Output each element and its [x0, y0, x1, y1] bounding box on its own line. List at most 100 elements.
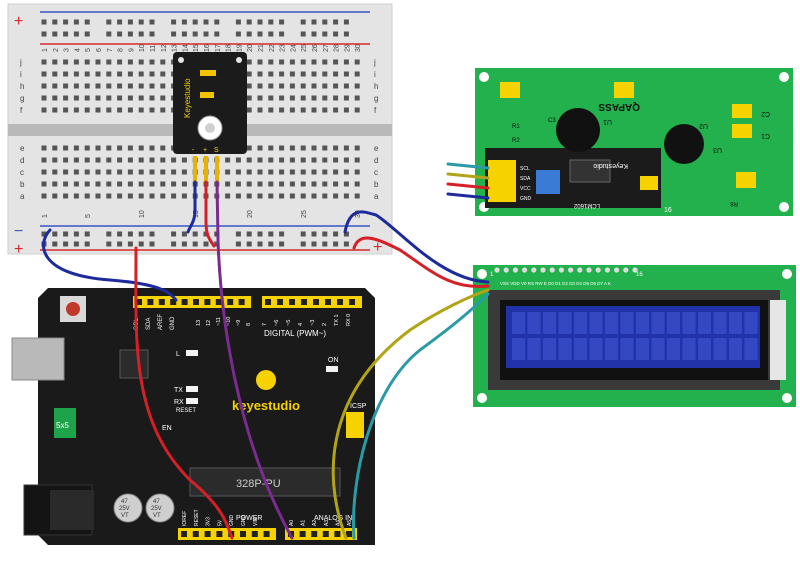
header-hole — [215, 299, 222, 305]
breadboard-hole — [311, 181, 317, 187]
header-hole — [193, 299, 199, 305]
label-r2: R2 — [512, 138, 520, 144]
breadboard-hole — [149, 193, 155, 199]
col-number-top: 21 — [258, 44, 265, 52]
rail-hole — [84, 231, 90, 237]
header-hole — [289, 299, 295, 305]
rail-hole — [181, 231, 187, 237]
breadboard-hole — [246, 145, 252, 151]
lcd-char-cell — [512, 312, 525, 334]
header-hole — [158, 299, 165, 305]
digital-pin-label: ~5 — [286, 320, 292, 326]
col-number-top: 20 — [247, 44, 254, 52]
lcd-char-cell — [620, 312, 634, 334]
breadboard-hole — [246, 169, 252, 175]
breadboard-hole — [257, 181, 263, 187]
breadboard-hole — [63, 157, 69, 163]
digital-pin-label: ~3 — [310, 320, 316, 326]
breadboard-hole — [279, 95, 285, 101]
power-pin-label: VIN — [253, 517, 259, 526]
breadboard-hole — [41, 107, 47, 113]
rail-hole — [41, 19, 47, 25]
lcd-char-cell — [574, 312, 587, 334]
header-hole — [265, 299, 271, 305]
rail-hole — [84, 31, 90, 37]
breadboard-hole — [343, 107, 349, 113]
breadboard-hole — [52, 145, 58, 151]
rail-hole — [257, 231, 263, 237]
rail-hole — [84, 241, 90, 247]
breadboard-hole — [289, 157, 295, 163]
col-number-top: 4 — [74, 48, 81, 52]
breadboard-hole — [300, 193, 306, 199]
breadboard-hole — [127, 59, 133, 65]
col-number-bottom: 20 — [247, 210, 254, 218]
breadboard-hole — [127, 71, 133, 77]
rail-hole — [127, 19, 133, 25]
breadboard-hole — [171, 169, 177, 175]
breadboard-hole — [268, 169, 274, 175]
col-number-top: 30 — [355, 44, 362, 52]
col-number-top: 29 — [344, 44, 351, 52]
i2c-pin-sda: SDA — [520, 176, 531, 182]
digital-pin-label: 4 — [298, 323, 304, 326]
col-number-bottom: 5 — [85, 214, 92, 218]
rail-hole — [117, 31, 123, 37]
breadboard-hole — [225, 181, 231, 187]
power-pin-label: 5V — [217, 519, 223, 526]
breadboard-hole — [73, 157, 79, 163]
rail-hole — [300, 241, 306, 247]
breadboard-hole — [257, 169, 263, 175]
col-number-top: 16 — [204, 44, 211, 52]
breadboard-hole — [73, 193, 79, 199]
lcd-char-cell — [698, 312, 711, 334]
col-number-top: 10 — [139, 44, 146, 52]
breadboard-hole — [160, 145, 166, 151]
analog-pin-label: A0 — [289, 520, 295, 526]
breadboard-hole — [333, 169, 339, 175]
breadboard-hole — [106, 83, 112, 89]
row-letter: d — [20, 156, 24, 165]
breadboard-hole — [257, 193, 263, 199]
rail-hole — [268, 231, 274, 237]
breadboard-hole — [160, 59, 166, 65]
breadboard-hole — [279, 193, 285, 199]
breadboard-hole — [322, 145, 328, 151]
header-hole — [227, 299, 234, 305]
header-hole — [204, 531, 211, 537]
breadboard-hole — [160, 157, 166, 163]
rail-hole — [268, 19, 274, 25]
rail-hole — [171, 31, 177, 37]
rail-hole — [127, 241, 133, 247]
lcd-pin-labels: VSS VDD V0 RS RW E D0 D1 D2 D3 D4 D5 D6 … — [500, 281, 611, 286]
rail-hole — [279, 19, 285, 25]
col-number-top: 15 — [193, 44, 200, 52]
power-pin-label: GND — [241, 515, 247, 527]
breadboard-hole — [289, 83, 295, 89]
digital-pin-label: ~9 — [236, 320, 242, 326]
breadboard-hole — [354, 59, 360, 65]
lcd-char-cell — [651, 338, 665, 360]
row-letter: a — [20, 192, 25, 201]
rail-hole — [333, 241, 339, 247]
breadboard-hole — [127, 169, 133, 175]
breadboard-hole — [246, 83, 252, 89]
en-label: EN — [162, 425, 172, 432]
breadboard-hole — [84, 71, 90, 77]
breadboard-hole — [63, 169, 69, 175]
breadboard-hole — [343, 71, 349, 77]
header-hole — [192, 531, 199, 537]
breadboard-hole — [343, 95, 349, 101]
breadboard-hole — [52, 83, 58, 89]
sensor-pin-plus: + — [203, 147, 207, 154]
breadboard-hole — [279, 169, 285, 175]
rail-hole — [127, 231, 133, 237]
lcd-char-cell — [729, 312, 742, 334]
rail-hole — [171, 241, 177, 247]
label-u2: U2 — [699, 122, 708, 129]
analog-pin-label: A5 — [347, 520, 353, 526]
breadboard-hole — [311, 71, 317, 77]
breadboard-hole — [171, 181, 177, 187]
breadboard-hole — [343, 83, 349, 89]
rail-hole — [235, 31, 241, 37]
